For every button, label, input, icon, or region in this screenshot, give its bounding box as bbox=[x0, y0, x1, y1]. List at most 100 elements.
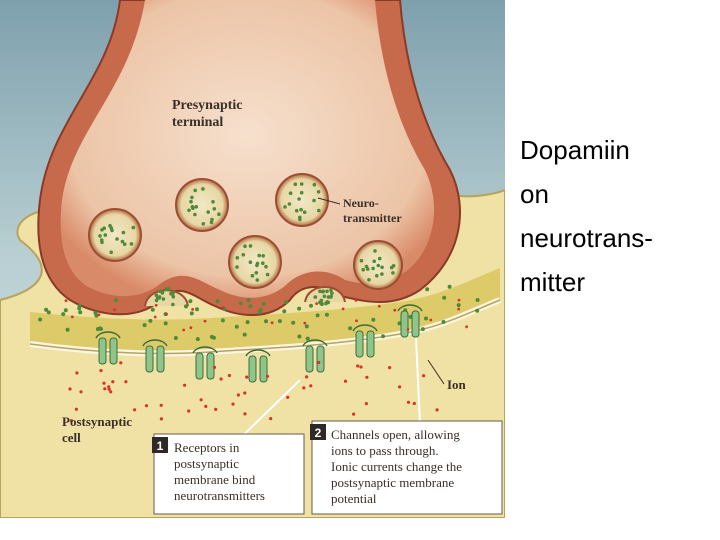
neurotransmitter-dot bbox=[190, 195, 194, 200]
neurotransmitter-dot bbox=[372, 259, 377, 264]
neurotransmitter-dot bbox=[371, 317, 376, 322]
ion-dot bbox=[113, 308, 116, 312]
ion-dot bbox=[309, 384, 313, 388]
neurotransmitter-dot bbox=[206, 210, 210, 214]
neurotransmitter-dot bbox=[321, 289, 326, 294]
neurotransmitter-dot bbox=[238, 301, 243, 306]
neurotransmitter-dot bbox=[324, 312, 329, 317]
neurotransmitter-dot bbox=[211, 200, 215, 204]
neurotransmitter-dot bbox=[420, 327, 425, 332]
neurotransmitter-dot bbox=[122, 242, 127, 246]
ion-dot bbox=[364, 402, 368, 406]
ion-dot bbox=[153, 315, 157, 319]
neurotransmitter-dot bbox=[424, 316, 428, 321]
neurotransmitter-dot bbox=[297, 334, 302, 339]
ion-dot bbox=[377, 304, 381, 308]
neurotransmitter-dot bbox=[171, 302, 175, 307]
postsynaptic-label-line1: Postsynaptic bbox=[62, 414, 132, 429]
receptor-channel bbox=[192, 346, 218, 380]
neurotransmitter-dot bbox=[389, 265, 394, 270]
neurotransmitter-dot bbox=[246, 298, 251, 303]
step-1-badge bbox=[152, 437, 168, 453]
neurotransmitter-dot bbox=[265, 272, 270, 277]
ion-dot bbox=[465, 325, 468, 329]
neurotransmitter-dot bbox=[190, 205, 195, 209]
neurotransmitter-dot bbox=[215, 299, 220, 304]
ion-dot bbox=[457, 307, 461, 311]
neurotransmitter-dot bbox=[160, 291, 165, 295]
neurotransmitter-dot bbox=[63, 308, 68, 313]
neurotransmitter-dot bbox=[164, 287, 168, 292]
ion-dot bbox=[203, 319, 207, 323]
ion-dot bbox=[144, 404, 149, 408]
neurotransmitter-dot bbox=[326, 295, 331, 299]
neurotransmitter-dot bbox=[78, 310, 83, 315]
ion-dot bbox=[154, 303, 158, 307]
neurotransmitter-dot bbox=[93, 311, 98, 315]
neurotransmitter-label-line2: transmitter bbox=[343, 211, 402, 225]
neurotransmitter-dot bbox=[250, 273, 255, 278]
neurotransmitter-dot bbox=[201, 187, 205, 191]
step2-leader bbox=[415, 337, 421, 425]
neurotransmitter-dot bbox=[154, 293, 159, 298]
neurotransmitter-dot bbox=[425, 287, 430, 292]
step-2-line1: Channels open, allowing bbox=[331, 427, 460, 442]
side-caption-line3: neurotrans- bbox=[520, 223, 653, 253]
neurotransmitter-dot bbox=[142, 323, 147, 328]
receptor-channel bbox=[397, 304, 423, 338]
neurotransmitter-dot bbox=[184, 304, 188, 309]
neurotransmitter-dot bbox=[475, 298, 480, 302]
ion-dot bbox=[265, 374, 270, 378]
neurotransmitter-dot bbox=[243, 244, 247, 248]
neurotransmitter-dot bbox=[171, 294, 176, 299]
ion-dot bbox=[74, 407, 78, 411]
neurotransmitter-dot bbox=[173, 336, 178, 340]
neurotransmitter-dot bbox=[210, 217, 214, 222]
neurotransmitter-dot bbox=[109, 250, 113, 255]
ion-dot bbox=[79, 390, 83, 394]
neurotransmitter-dot bbox=[277, 319, 282, 324]
ion-dot bbox=[317, 360, 321, 365]
step-2-badge bbox=[310, 424, 326, 440]
neurotransmitter-dot bbox=[235, 255, 240, 260]
neurotransmitter-dot bbox=[261, 301, 266, 306]
neurotransmitter-dot bbox=[299, 190, 304, 195]
neurotransmitter-dot bbox=[242, 332, 247, 337]
postsynaptic-label-line2: cell bbox=[62, 430, 81, 445]
ion-dot bbox=[398, 385, 402, 389]
neurotransmitter-dot bbox=[245, 320, 250, 325]
ion-dot bbox=[199, 398, 203, 402]
neurotransmitter-dot bbox=[288, 191, 293, 195]
step-1-line3: membrane bind bbox=[174, 472, 256, 487]
receptor-channel bbox=[245, 349, 271, 383]
ion-dot bbox=[183, 383, 187, 387]
neurotransmitter-dot bbox=[209, 334, 214, 339]
vesicle bbox=[275, 173, 329, 227]
neurotransmitter-dot bbox=[189, 311, 194, 316]
neurotransmitter-dot bbox=[150, 307, 155, 312]
neurotransmitter-dot bbox=[257, 310, 262, 315]
ion-dot bbox=[103, 387, 107, 391]
vesicle bbox=[88, 208, 142, 262]
neurotransmitter-dot bbox=[98, 234, 102, 238]
ion-dot bbox=[111, 380, 115, 384]
neurotransmitter-dot bbox=[359, 258, 364, 263]
neurotransmitter-dot bbox=[282, 309, 287, 314]
neurotransmitter-dot bbox=[188, 299, 193, 304]
neurotransmitter-dot bbox=[456, 303, 461, 308]
step-2-number: 2 bbox=[315, 426, 322, 440]
ion-dot bbox=[69, 419, 73, 423]
neurotransmitter-dot bbox=[121, 230, 126, 235]
ion-dot bbox=[231, 402, 235, 406]
neurotransmitter-dot bbox=[220, 318, 225, 323]
neurotransmitter-dot bbox=[304, 324, 309, 329]
presynaptic-label-line1: Presynaptic bbox=[172, 98, 243, 113]
neurotransmitter-dot bbox=[108, 223, 112, 228]
neurotransmitter-dot bbox=[65, 327, 70, 332]
neurotransmitter-dot bbox=[161, 297, 166, 301]
neurotransmitter-dot bbox=[254, 271, 259, 275]
ion-dot bbox=[457, 298, 461, 302]
neurotransmitter-dot bbox=[317, 208, 321, 213]
neurotransmitter-dot bbox=[305, 336, 310, 341]
neurotransmitter-dot bbox=[318, 300, 323, 305]
